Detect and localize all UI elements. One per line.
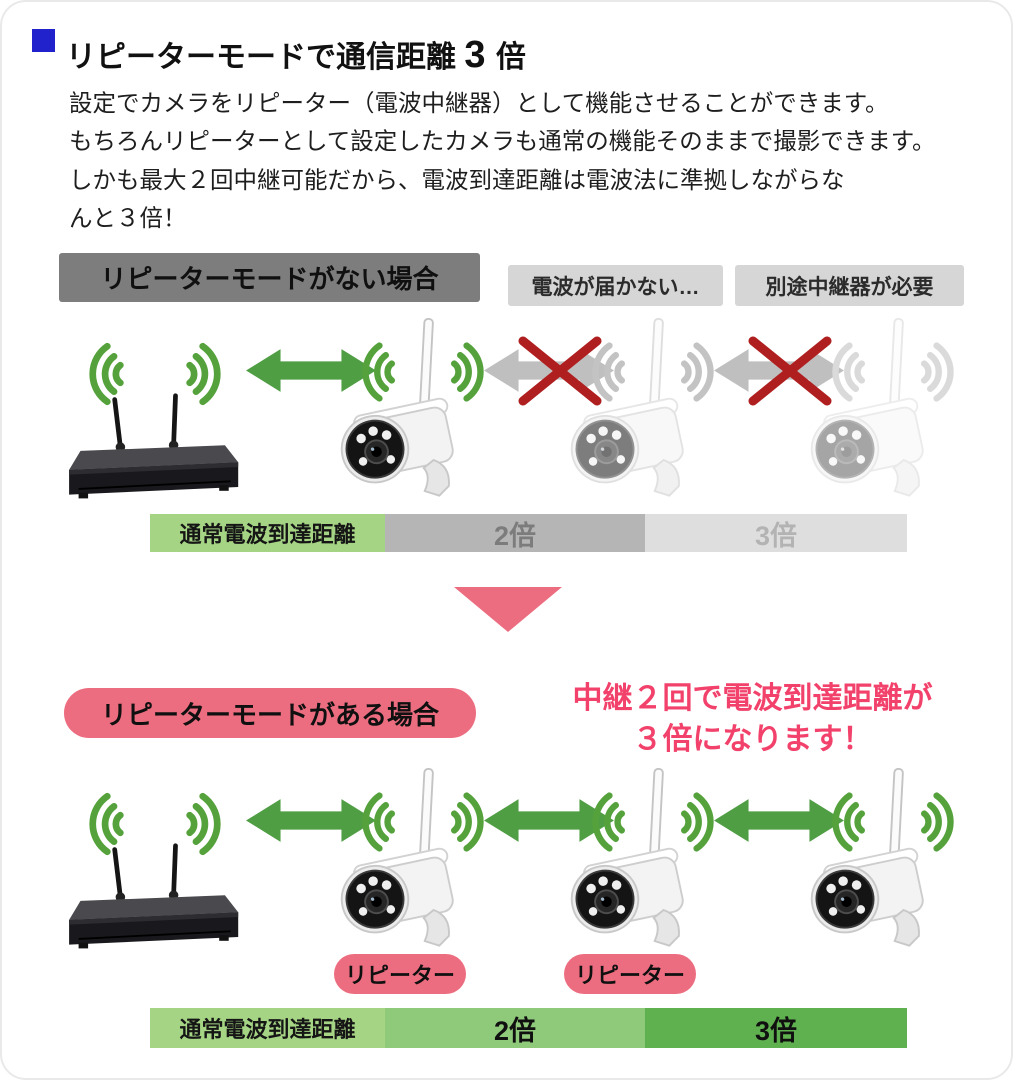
page-title-number: 3 — [464, 34, 488, 77]
camera-device — [332, 314, 484, 510]
need-repeater-note: 別途中継器が必要 — [735, 265, 964, 306]
distance-bar-without: 通常電波到達距離 2倍 3倍 — [150, 514, 907, 552]
camera-device — [332, 764, 484, 960]
camera-2-unreachable — [562, 314, 722, 514]
bar-segment-normal: 通常電波到達距離 — [150, 1008, 385, 1048]
intro-text: 設定でカメラをリピーター（電波中継器）として機能させることができます。 もちろん… — [69, 84, 989, 238]
intro-line: もちろんリピーターとして設定したカメラも通常の機能そのままで撮影できます。 — [69, 128, 936, 154]
camera-3-unreachable — [802, 314, 962, 514]
page-title-suffix: 倍 — [487, 41, 526, 75]
camera-1-repeater — [332, 764, 492, 964]
intro-line: 設定でカメラをリピーター（電波中継器）として機能させることができます。 — [69, 89, 889, 116]
camera-device — [562, 764, 714, 960]
blue-square-bullet — [32, 29, 55, 52]
camera-device — [802, 764, 954, 960]
camera-3-endpoint — [802, 764, 962, 964]
bar-segment-normal: 通常電波到達距離 — [150, 514, 385, 552]
highlight-text: 中継２回で電波到達距離が ３倍になります！ — [500, 678, 1005, 760]
page-title: リピーターモードで通信距離 3 倍 — [66, 32, 526, 77]
repeater-mode-badge: リピーターモードがある場合 — [64, 688, 476, 738]
intro-line: んと３倍！ — [69, 205, 187, 231]
nvr-recorder-device — [52, 392, 242, 506]
no-repeater-mode-badge: リピーターモードがない場合 — [59, 253, 480, 302]
bar-segment-2x: 2倍 — [385, 514, 645, 552]
repeater-label-1: リピーター — [334, 954, 466, 994]
highlight-line-1: 中継２回で電波到達距離が — [572, 682, 933, 715]
distance-bar-with: 通常電波到達距離 2倍 3倍 — [150, 1008, 907, 1048]
intro-line: しかも最大２回中継可能だから、電波到達距離は電波法に準拠しながらな — [69, 166, 845, 193]
page-title-prefix: リピーターモードで通信距離 — [66, 41, 465, 75]
bar-segment-2x: 2倍 — [385, 1008, 645, 1048]
highlight-line-2: ３倍になります！ — [632, 723, 873, 756]
repeater-label-2: リピーター — [564, 954, 696, 994]
nvr-recorder-device — [52, 842, 242, 956]
bar-segment-3x: 3倍 — [645, 514, 907, 552]
camera-2-repeater — [562, 764, 722, 964]
camera-device — [802, 314, 954, 510]
camera-device — [562, 314, 714, 510]
bar-segment-3x: 3倍 — [645, 1008, 907, 1048]
down-triangle-icon — [454, 587, 562, 632]
camera-1-no-mode — [332, 314, 492, 514]
no-signal-note: 電波が届かない… — [508, 265, 723, 306]
